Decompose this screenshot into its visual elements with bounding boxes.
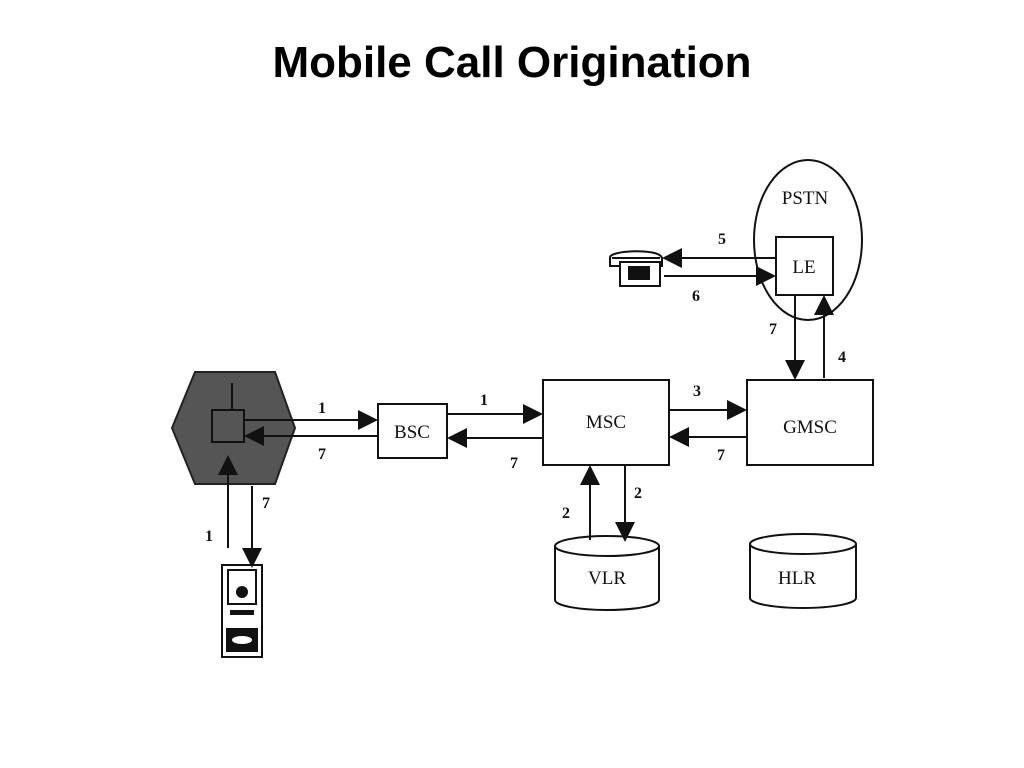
step-label-le-to-gmsc: 7	[769, 321, 777, 338]
step-label-bts-to-ms: 7	[262, 495, 270, 512]
pstn-network: PSTN	[753, 159, 863, 321]
pstn-label: PSTN	[782, 188, 829, 209]
bsc-label: BSC	[394, 422, 430, 443]
vlr-label: VLR	[588, 568, 626, 589]
step-label-ms-to-bts: 1	[205, 528, 213, 545]
step-label-le-to-phone: 5	[718, 231, 726, 248]
mobile-phone-icon	[221, 564, 263, 658]
step-label-gmsc-to-msc: 7	[717, 447, 725, 464]
gmsc-label: GMSC	[783, 417, 837, 438]
base-station-cell-icon	[170, 371, 297, 485]
step-label-msc-to-vlr: 2	[634, 485, 642, 502]
msc-label: MSC	[586, 412, 626, 433]
hlr-label: HLR	[778, 568, 816, 589]
step-label-msc-to-bsc: 7	[510, 455, 518, 472]
step-label-bts-to-bsc: 1	[318, 400, 326, 417]
hlr-database: HLR	[749, 533, 857, 609]
step-label-gmsc-to-le: 4	[838, 349, 846, 366]
vlr-database: VLR	[554, 535, 660, 611]
step-label-phone-to-le: 6	[692, 288, 700, 305]
step-label-vlr-to-msc: 2	[562, 505, 570, 522]
msc-node: MSC	[542, 379, 670, 466]
page-title: Mobile Call Origination	[272, 38, 752, 87]
step-label-msc-to-gmsc: 3	[693, 383, 701, 400]
gmsc-node: GMSC	[746, 379, 874, 466]
le-label: LE	[792, 257, 815, 278]
bsc-node: BSC	[377, 403, 448, 459]
step-label-bsc-to-msc: 1	[480, 392, 488, 409]
landline-telephone-icon	[608, 250, 663, 287]
step-label-bsc-to-bts: 7	[318, 446, 326, 463]
le-node: LE	[775, 236, 834, 296]
